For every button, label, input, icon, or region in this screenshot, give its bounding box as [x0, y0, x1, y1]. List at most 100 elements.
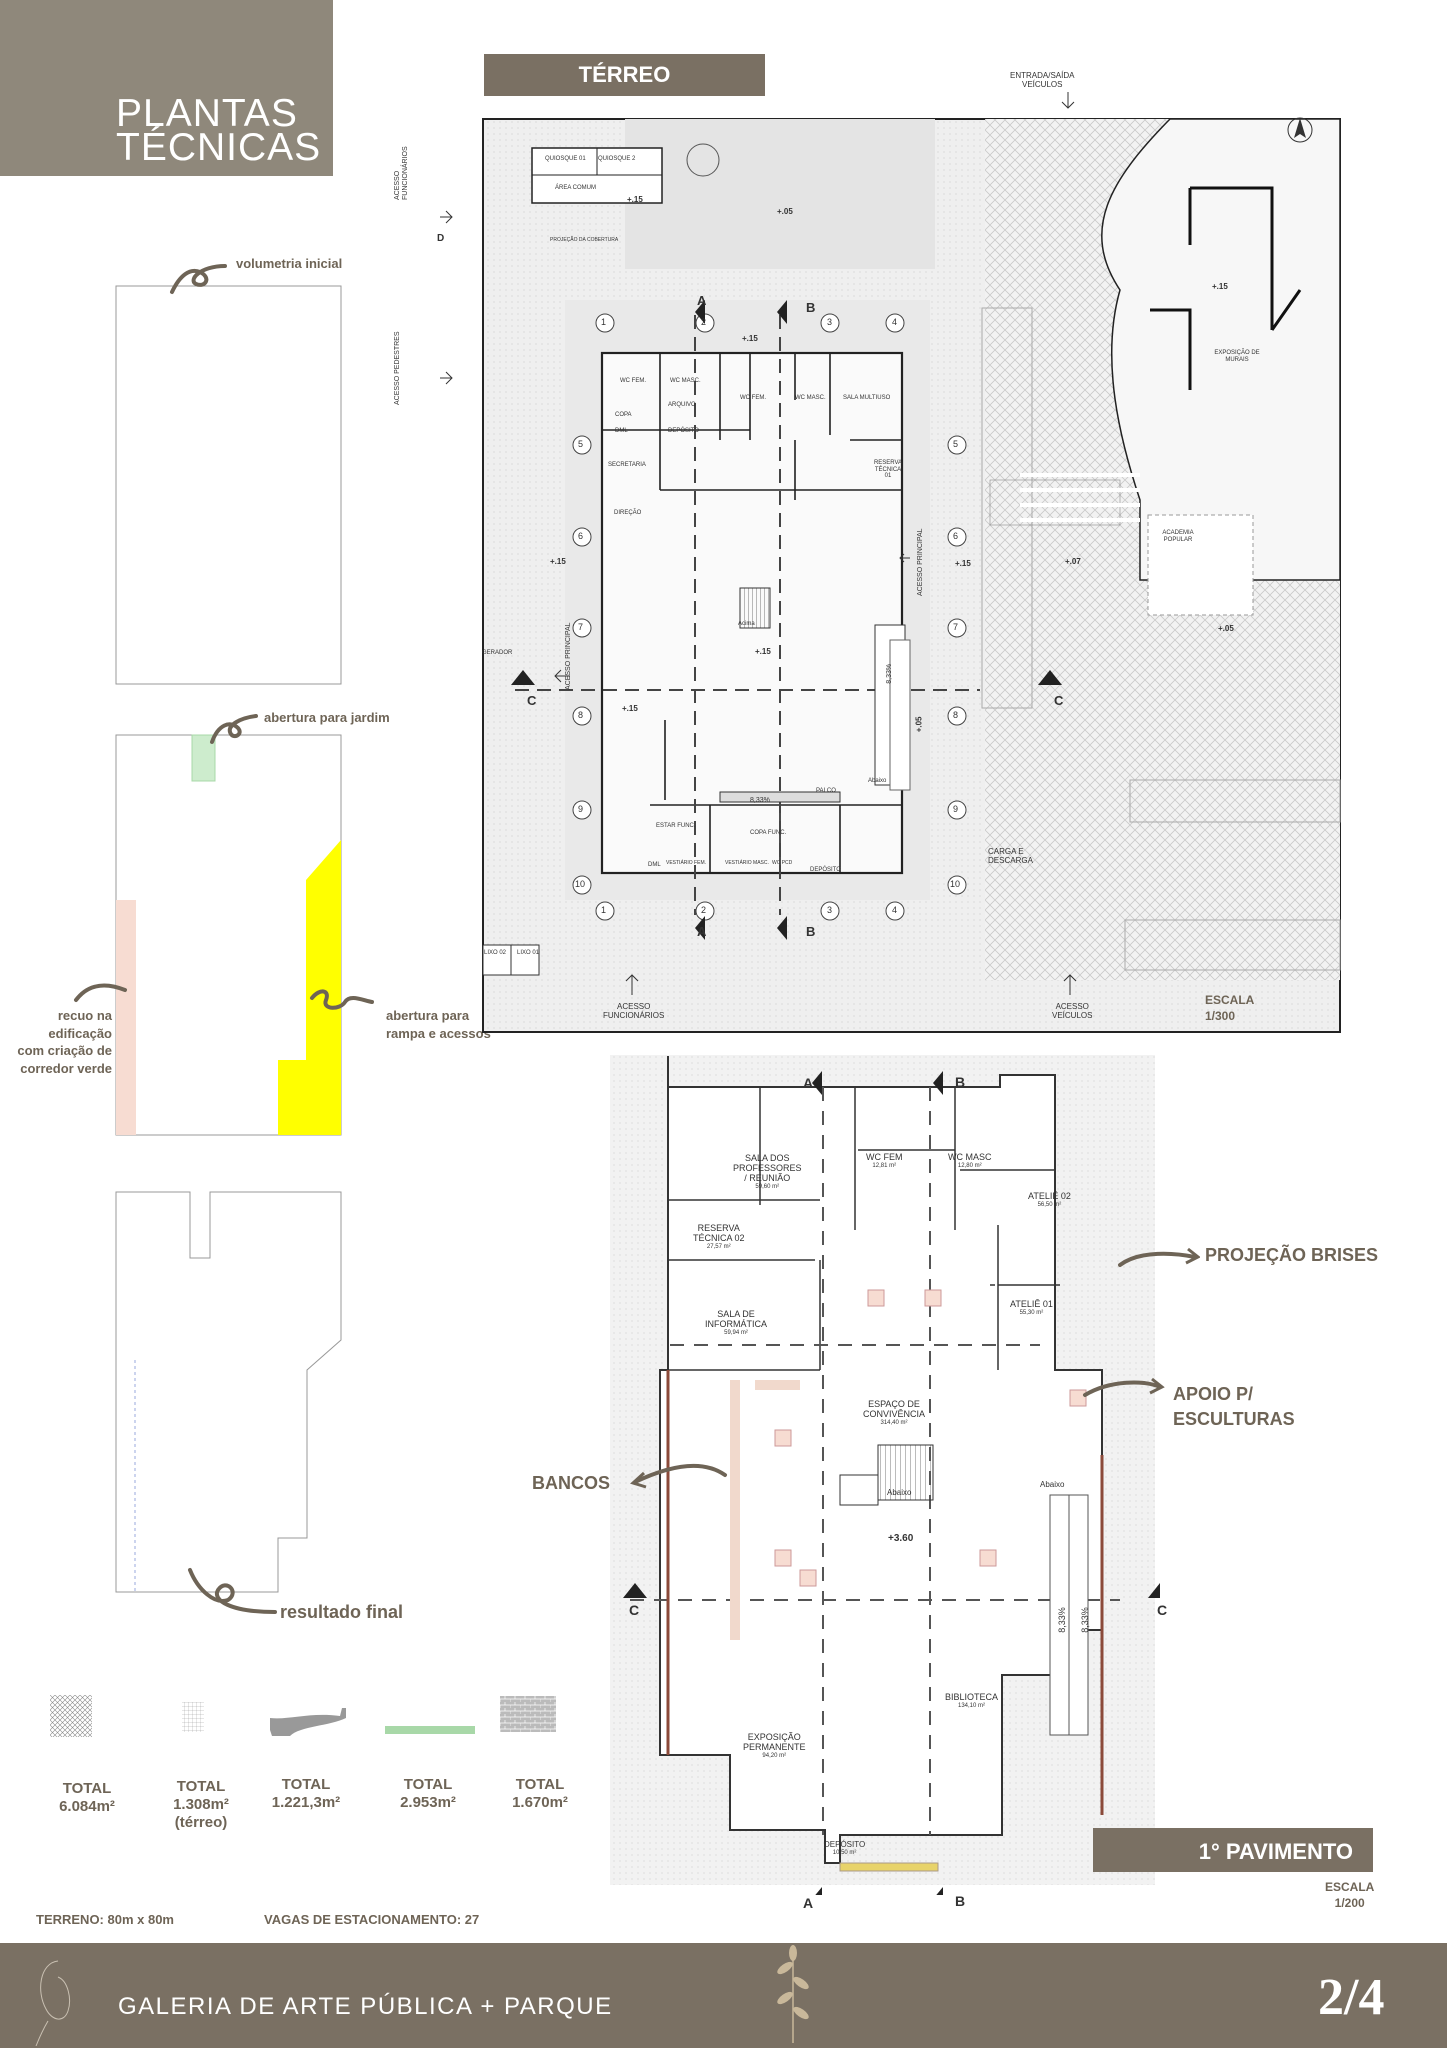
ramp-opening — [278, 840, 341, 1135]
room-wc-fem-2: WC FEM. — [740, 395, 766, 401]
room-exposicao-murais: EXPOSIÇÃO DE MURAIS — [1214, 350, 1260, 363]
arrow-rampa — [310, 989, 374, 1010]
section-c-upper: C — [1157, 1602, 1168, 1618]
room-quiosque-2: QUIOSQUE 2 — [598, 156, 636, 162]
room-dml: DML — [615, 428, 628, 434]
ground-floor-plan — [440, 92, 1341, 1033]
legend-item-ground: TOTAL 1.308m² (térreo) — [173, 1778, 229, 1831]
room-quiosque-01: QUIOSQUE 01 — [545, 156, 586, 162]
annotation-bancos: BANCOS — [532, 1473, 611, 1493]
ground-scale: ESCALA 1/300 — [1205, 993, 1255, 1023]
room-biblioteca: BIBLIOTECA 134,10 m² — [945, 1692, 999, 1709]
annotation-brises: PROJEÇÃO BRISES — [1205, 1245, 1379, 1265]
legend-item-green: TOTAL 2.953m² — [400, 1776, 456, 1811]
level-marker: +.15 — [755, 647, 771, 656]
grid-number: 7 — [953, 622, 959, 632]
level-marker: +.05 — [777, 207, 793, 216]
note-resultado: resultado final — [280, 1602, 404, 1622]
grid-number: 5 — [953, 439, 959, 449]
room-wc-masc-upper: WC MASC 12,80 m² — [948, 1152, 992, 1169]
diagram-final-result — [115, 1191, 342, 1593]
room-copa: COPA — [615, 412, 632, 418]
grid-number: 9 — [578, 804, 584, 814]
swatch-green — [385, 1726, 475, 1734]
grid-number: 1 — [601, 905, 607, 915]
setback-corridor — [116, 900, 136, 1135]
grid-number: 2 — [701, 905, 707, 915]
grid-number: 4 — [892, 317, 898, 327]
label-entrada-saida: ENTRADA/SAÍDA VEÍCULOS — [1010, 71, 1075, 89]
room-atelie-01: ATELIÊ 01 55,30 m² — [1010, 1299, 1053, 1316]
grid-number: 6 — [953, 531, 959, 541]
grid-number: 3 — [827, 317, 833, 327]
face-sketch-icon — [35, 1960, 71, 2046]
arrow-jardim — [210, 714, 258, 744]
level-marker: +.05 — [914, 716, 924, 733]
level-marker: +.15 — [1212, 282, 1228, 291]
room-sala-multiuso: SALA MULTIUSO — [843, 395, 891, 401]
note-volumetria: volumetria inicial — [236, 256, 343, 271]
project-name: GALERIA DE ARTE PÚBLICA + PARQUE — [118, 1993, 613, 2020]
title-line-2: TÉCNICAS — [116, 126, 322, 169]
swatch-ramp — [270, 1708, 346, 1736]
swatch-brick — [500, 1696, 556, 1732]
grid-number: 10 — [950, 879, 961, 889]
grid-number: 5 — [578, 439, 584, 449]
upper-stair-abaixo: Abaixo — [887, 1488, 912, 1497]
room-reserva-02: RESERVA TÉCNICA 02 27,57 m² — [693, 1223, 745, 1250]
note-rampa: abertura para rampa e acessos — [386, 1008, 491, 1041]
ground-ramp-1: 8,33% — [750, 797, 770, 804]
parking-count: VAGAS DE ESTACIONAMENTO: 27 — [264, 1912, 480, 1927]
section-a-upper: A — [803, 1895, 814, 1911]
diagram-initial-volume — [115, 285, 342, 685]
room-area-comum: ÁREA COMUM — [555, 185, 597, 191]
room-convivencia: ESPAÇO DE CONVIVÊNCIA 314,40 m² — [863, 1399, 926, 1426]
room-informatica: SALA DE INFORMÁTICA 59,94 m² — [705, 1309, 767, 1336]
grid-number: 8 — [578, 710, 584, 720]
legend-item-brick: TOTAL 1.670m² — [512, 1776, 568, 1811]
grid-number: 10 — [575, 879, 586, 889]
legend-swatches — [50, 1695, 556, 1737]
room-professores: SALA DOS PROFESSORES / REUNIÃO 59,60 m² — [733, 1153, 802, 1190]
grid-number: 8 — [953, 710, 959, 720]
room-exposicao-permanente: EXPOSIÇÃO PERMANENTE 94,20 m² — [743, 1732, 806, 1759]
room-projecao: PROJEÇÃO DA COBERTURA — [550, 237, 619, 243]
garden-opening — [191, 734, 216, 782]
level-marker: +.15 — [622, 704, 638, 713]
label-acesso-principal-left: ACESSO PRINCIPAL — [565, 622, 572, 690]
leaf-icon — [777, 1945, 809, 2043]
label-acesso-funcionarios: ACESSO FUNCIONÁRIOS — [603, 1002, 665, 1020]
level-marker: +.15 — [627, 195, 643, 204]
room-academia-popular: ACADEMIA POPULAR — [1162, 530, 1194, 543]
ground-floor-title: TÉRREO — [484, 54, 765, 96]
label-acesso-veiculos: ACESSO VEÍCULOS — [1052, 1002, 1093, 1020]
room-arquivo: ARQUIVO — [668, 402, 696, 408]
label-acesso-funcionarios-side: ACESSO FUNCIONÁRIOS — [394, 146, 409, 200]
section-d: D — [437, 233, 445, 244]
room-vestiario-masc: VESTIÁRIO MASC. — [725, 860, 769, 866]
legend-item-paving: TOTAL 6.084m² — [59, 1780, 115, 1815]
section-b: B — [806, 300, 816, 315]
swatch-grid — [182, 1702, 204, 1732]
section-a: A — [697, 924, 707, 939]
arrow-recuo — [74, 983, 127, 1002]
note-recuo: recuo na edificação com criação de corre… — [17, 1008, 112, 1076]
room-lixo-02: LIXO 02 — [484, 950, 507, 956]
room-palco: PALCO — [816, 788, 836, 794]
grid-number: 9 — [953, 804, 959, 814]
room-wc-fem: WC FEM. — [620, 378, 646, 384]
room-wc-masc: WC MASC. — [670, 378, 701, 384]
room-wc-pcd: WC PCD — [772, 860, 793, 866]
label-acesso-pedestres: ACESSO PEDESTRES — [394, 331, 401, 405]
section-c: C — [1054, 693, 1064, 708]
grid-number: 6 — [578, 531, 584, 541]
label-carga-descarga: CARGA E DESCARGA — [988, 847, 1033, 865]
section-c: C — [527, 693, 537, 708]
note-jardim: abertura para jardim — [264, 710, 390, 725]
room-gerador: GERADOR — [482, 650, 513, 656]
ground-stair-acima: Acima — [738, 621, 755, 627]
room-wc-masc-2: WC MASC. — [795, 395, 826, 401]
footer-bar: GALERIA DE ARTE PÚBLICA + PARQUE 2/4 — [0, 1943, 1447, 2048]
room-dml-2: DML — [648, 862, 661, 868]
room-secretaria: SECRETARIA — [608, 462, 646, 468]
